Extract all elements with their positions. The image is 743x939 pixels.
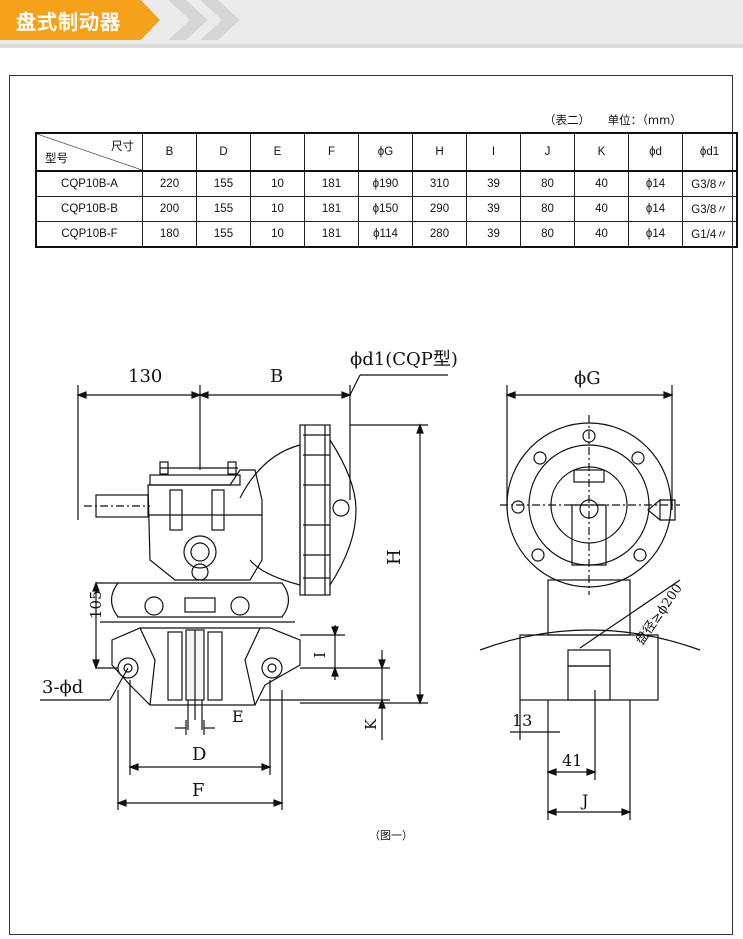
corner-model-label: 型号: [45, 153, 68, 165]
table-row: CQP10B-A 220 155 10 181 ϕ190 310 39 80 4…: [35, 170, 738, 197]
dim-e-label: E: [232, 707, 244, 726]
column-header: K: [574, 132, 629, 172]
column-header: B: [142, 132, 197, 172]
page-header: 盘式制动器: [0, 0, 743, 44]
table-caption: （表二） 单位：（mm）: [544, 112, 696, 128]
dim-f-label: F: [192, 780, 205, 801]
table-cell: 290: [412, 196, 467, 222]
table-cell: 155: [196, 221, 251, 248]
table-cell: ϕ14: [628, 221, 683, 248]
unit-label: 单位：（mm）: [607, 113, 682, 127]
column-header: I: [466, 132, 521, 172]
table-cell: 181: [304, 170, 359, 197]
table-cell: ϕ190: [358, 170, 413, 197]
table-cell: 310: [412, 170, 467, 197]
table-cell: ϕ14: [628, 196, 683, 222]
table-cell: 80: [520, 170, 575, 197]
model-cell: CQP10B-B: [35, 196, 143, 222]
dim-k-label: K: [362, 718, 380, 730]
corner-header: 尺寸 型号: [35, 132, 143, 172]
chevron-decoration-icon: [168, 0, 208, 40]
table-cell: 155: [196, 196, 251, 222]
table-cell: G3/8〃: [682, 196, 738, 222]
column-header: ϕd: [628, 132, 683, 172]
column-header: H: [412, 132, 467, 172]
table-row: CQP10B-F 180 155 10 181 ϕ114 280 39 80 4…: [35, 221, 738, 248]
dim-g-label: ϕG: [574, 368, 601, 389]
table-cell: 40: [574, 221, 629, 248]
column-header: ϕd1: [682, 132, 738, 172]
column-header: J: [520, 132, 575, 172]
dim-105-label: 105: [87, 590, 105, 619]
table-cell: 180: [142, 221, 197, 248]
table-cell: 181: [304, 221, 359, 248]
table-cell: 80: [520, 196, 575, 222]
table-cell: 39: [466, 221, 521, 248]
spec-table: 尺寸 型号 B D E F ϕG H I J K ϕd ϕd1 CQP10B-A…: [35, 132, 738, 248]
table-cell: 10: [250, 221, 305, 248]
dim-h-label: H: [384, 549, 405, 565]
table-cell: G1/4〃: [682, 221, 738, 248]
dim-130-label: 130: [128, 366, 162, 387]
table-cell: 10: [250, 196, 305, 222]
page-title: 盘式制动器: [16, 10, 121, 34]
table-cell: 40: [574, 196, 629, 222]
table-cell: 40: [574, 170, 629, 197]
dim-d1-label: ϕd1(CQP型): [350, 349, 458, 370]
column-header: D: [196, 132, 251, 172]
dim-i-label: I: [311, 652, 329, 658]
model-cell: CQP10B-A: [35, 170, 143, 197]
table-cell: 80: [520, 221, 575, 248]
table-cell: ϕ14: [628, 170, 683, 197]
table-cell: G3/8〃: [682, 170, 738, 197]
table-cell: 181: [304, 196, 359, 222]
corner-dimension-label: 尺寸: [111, 141, 134, 153]
table-row: CQP10B-B 200 155 10 181 ϕ150 290 39 80 4…: [35, 196, 738, 222]
column-header: E: [250, 132, 305, 172]
table-cell: 39: [466, 196, 521, 222]
column-header: ϕG: [358, 132, 413, 172]
table-number: （表二）: [544, 113, 590, 127]
dim-j-label: J: [580, 791, 588, 810]
table-cell: 39: [466, 170, 521, 197]
side-view: [40, 374, 448, 810]
title-tab: [0, 0, 160, 40]
header-divider: [0, 44, 743, 48]
model-cell: CQP10B-F: [35, 221, 143, 248]
table-cell: ϕ150: [358, 196, 413, 222]
table-header-row: 尺寸 型号 B D E F ϕG H I J K ϕd ϕd1: [35, 132, 738, 172]
dim-b-label: B: [270, 366, 283, 387]
front-view: [479, 385, 701, 820]
dim-d-label: D: [192, 744, 206, 765]
table-cell: 200: [142, 196, 197, 222]
table-cell: 155: [196, 170, 251, 197]
table-cell: ϕ114: [358, 221, 413, 248]
table-cell: 10: [250, 170, 305, 197]
dim-13-label: 13: [512, 711, 532, 730]
brake-drawing: 130 B ϕd1(CQP型) H 105 I 3-ϕd E K D F ϕG …: [40, 349, 701, 820]
content-frame: [9, 75, 733, 935]
table-cell: 220: [142, 170, 197, 197]
dim-3d-label: 3-ϕd: [42, 677, 83, 698]
figure-caption: （图一）: [369, 829, 413, 842]
table-cell: 280: [412, 221, 467, 248]
column-header: F: [304, 132, 359, 172]
dim-41-label: 41: [562, 751, 582, 770]
